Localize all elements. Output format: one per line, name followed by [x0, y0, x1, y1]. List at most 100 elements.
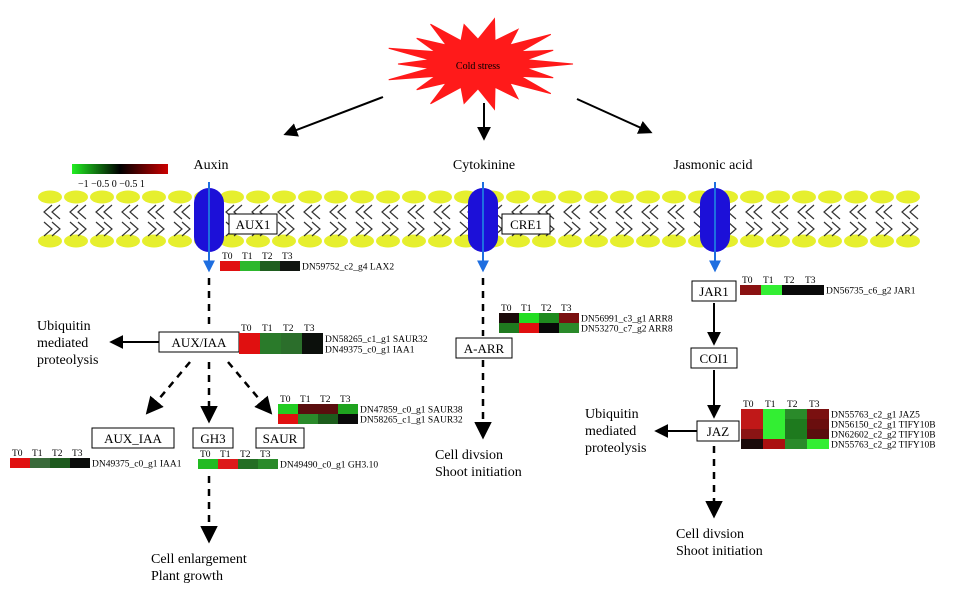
- lipid-head-bottom: [220, 234, 244, 248]
- heatmap-column-label: T3: [805, 276, 816, 286]
- arrow-to-aux-iaa: [145, 361, 191, 415]
- lipid-head-bottom: [116, 234, 140, 248]
- lipid-head-bottom: [272, 234, 296, 248]
- arrow-to-saur: [227, 361, 273, 415]
- lipid-head-top: [90, 190, 114, 204]
- heatmap-gene-label: DN55763_c2_g2 TIFY10B: [831, 441, 936, 451]
- lipid-head-bottom: [168, 234, 192, 248]
- lipid-tail-bottom: [121, 221, 139, 237]
- lipid-head-top: [636, 190, 660, 204]
- lipid-tail-bottom: [329, 221, 347, 237]
- heatmap-column-label: T1: [765, 400, 776, 410]
- heatmap-column-label: T2: [262, 252, 273, 262]
- cell-division-mid-text: Cell divsion Shoot initiation: [435, 448, 522, 480]
- outcomes: Ubiquitin mediated proteolysis Ubiquitin…: [37, 319, 763, 584]
- lipid-tail-bottom: [277, 221, 295, 237]
- lipid-head-top: [376, 190, 400, 204]
- hormone-auxin: Auxin: [194, 158, 229, 173]
- lipid-head-bottom: [740, 234, 764, 248]
- heatmap-column-label: T2: [240, 450, 251, 460]
- lipid-tail-bottom: [173, 221, 191, 237]
- lipid-head-bottom: [766, 234, 790, 248]
- ubiquitin-left-text: Ubiquitin mediated proteolysis: [37, 319, 98, 368]
- lipid-head-top: [324, 190, 348, 204]
- lipid-tail-top: [641, 204, 659, 220]
- heatmap-cell: [239, 343, 260, 354]
- lipid-tail-top: [381, 204, 399, 220]
- heatmap-cell: [499, 323, 519, 333]
- stress-arrows: [283, 96, 653, 141]
- heatmap-cell: [519, 323, 539, 333]
- aarr-label: A-ARR: [464, 341, 505, 356]
- heatmap-cell: [50, 458, 70, 468]
- heatmap-column-label: T2: [283, 324, 294, 334]
- lipid-head-bottom: [610, 234, 634, 248]
- lipid-head-top: [662, 190, 686, 204]
- heatmap-cell: [198, 459, 218, 469]
- heatmap-column-label: T2: [320, 395, 331, 405]
- lipid-tail-bottom: [407, 221, 425, 237]
- lipid-tail-bottom: [901, 221, 919, 237]
- lipid-head-bottom: [298, 234, 322, 248]
- heatmap-cell: [740, 285, 761, 295]
- heatmap-gene-label: DN49490_c0_g1 GH3.10: [280, 461, 378, 471]
- gh3-box: [192, 427, 234, 449]
- heatmap-column-label: T0: [200, 450, 211, 460]
- heatmap-cell: [499, 313, 519, 323]
- heatmap-column-label: T1: [32, 449, 43, 459]
- lipid-tail-top: [69, 204, 87, 220]
- lipid-tail-top: [615, 204, 633, 220]
- lipid-head-bottom: [428, 234, 452, 248]
- lipid-head-top: [532, 190, 556, 204]
- heatmap-column-label: T3: [561, 304, 572, 314]
- heatmap-gene-label: DN47859_c0_g1 SAUR38: [360, 406, 463, 416]
- coi1-box: [690, 347, 738, 369]
- lipid-tail-top: [875, 204, 893, 220]
- heatmap-column-label: T0: [222, 252, 233, 262]
- lipid-head-top: [506, 190, 530, 204]
- heatmap-column-label: T1: [300, 395, 311, 405]
- lipid-tail-bottom: [147, 221, 165, 237]
- heatmap-cell: [260, 343, 281, 354]
- heatmap-column-label: T1: [763, 276, 774, 286]
- aarr-box: [455, 337, 513, 359]
- lipid-tail-bottom: [823, 221, 841, 237]
- heatmap-cell: [302, 343, 323, 354]
- heatmap-cell: [278, 414, 298, 424]
- lipid-tail-top: [433, 204, 451, 220]
- heatmap-cell: [281, 343, 302, 354]
- lipid-head-bottom: [662, 234, 686, 248]
- heatmap-cell: [785, 429, 807, 439]
- heatmap-column-label: T1: [262, 324, 273, 334]
- heatmap-column-label: T0: [742, 276, 753, 286]
- heatmap-cell: [318, 414, 338, 424]
- lipid-head-bottom: [64, 234, 88, 248]
- heatmap-cell: [807, 439, 829, 449]
- heatmap-column-label: T0: [280, 395, 291, 405]
- lipid-head-bottom: [532, 234, 556, 248]
- lipid-head-top: [844, 190, 868, 204]
- legend-gradient-bar: [72, 164, 168, 174]
- heatmap-cell: [763, 419, 785, 429]
- pathway-arrows: [109, 278, 723, 544]
- heatmap-cell: [807, 419, 829, 429]
- jar1-label: JAR1: [699, 284, 729, 299]
- lipid-tail-bottom: [433, 221, 451, 237]
- heatmap-gene-label: DN55763_c2_g1 JAZ5: [831, 411, 920, 421]
- heatmap-cell: [519, 313, 539, 323]
- lipid-head-bottom: [870, 234, 894, 248]
- lipid-head-top: [116, 190, 140, 204]
- lipid-head-top: [792, 190, 816, 204]
- heatmap-column-label: T2: [541, 304, 552, 314]
- jaz-label: JAZ: [707, 424, 729, 439]
- burst-shape: [388, 17, 574, 111]
- pathway-boxes: AUX1 CRE1 AUX/IAA A-ARR AUX_IAA GH3 SAUR…: [91, 213, 740, 449]
- heatmap-cell: [338, 404, 358, 414]
- lipid-head-top: [558, 190, 582, 204]
- lipid-head-bottom: [506, 234, 530, 248]
